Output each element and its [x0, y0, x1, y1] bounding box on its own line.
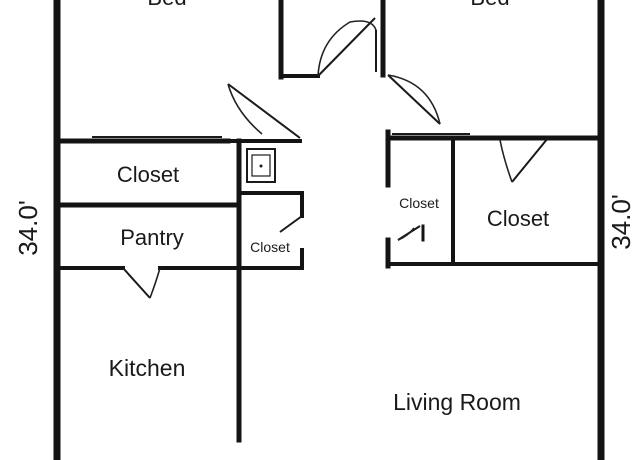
closet-right-door-leaf — [511, 137, 549, 183]
pantry-door-swing — [149, 267, 161, 299]
dimension-right: 34.0' — [606, 194, 636, 250]
room-label-living-room: Living Room — [393, 389, 521, 415]
small-closet-door — [279, 215, 303, 233]
room-label-bed-right: Bed — [470, 0, 509, 10]
room-label-closet-mid: Closet — [399, 195, 439, 211]
bed-right-door-swing — [317, 20, 377, 77]
bed-left-door-swing — [227, 83, 263, 135]
room-label-closet-small: Closet — [250, 239, 290, 255]
room-label-kitchen: Kitchen — [109, 355, 186, 381]
room-label-pantry: Pantry — [120, 225, 184, 250]
closet-mid-door-swing — [397, 227, 415, 241]
closet-right-door-swing — [499, 139, 513, 183]
pantry-door-leaf — [122, 267, 151, 299]
room-label-closet-right: Closet — [487, 206, 549, 231]
sink-drain — [259, 164, 263, 168]
bed-right-door-leaf-b — [387, 74, 441, 125]
bed-right-door-swing-b — [387, 74, 441, 125]
dimension-left: 34.0' — [13, 200, 43, 256]
room-label-bed-left: Bed — [147, 0, 186, 10]
sink-basin — [251, 154, 271, 177]
room-label-closet-left: Closet — [117, 162, 179, 187]
bed-right-door-leaf — [317, 17, 376, 77]
bed-left-door-leaf — [227, 83, 301, 139]
sink-icon — [246, 148, 276, 183]
